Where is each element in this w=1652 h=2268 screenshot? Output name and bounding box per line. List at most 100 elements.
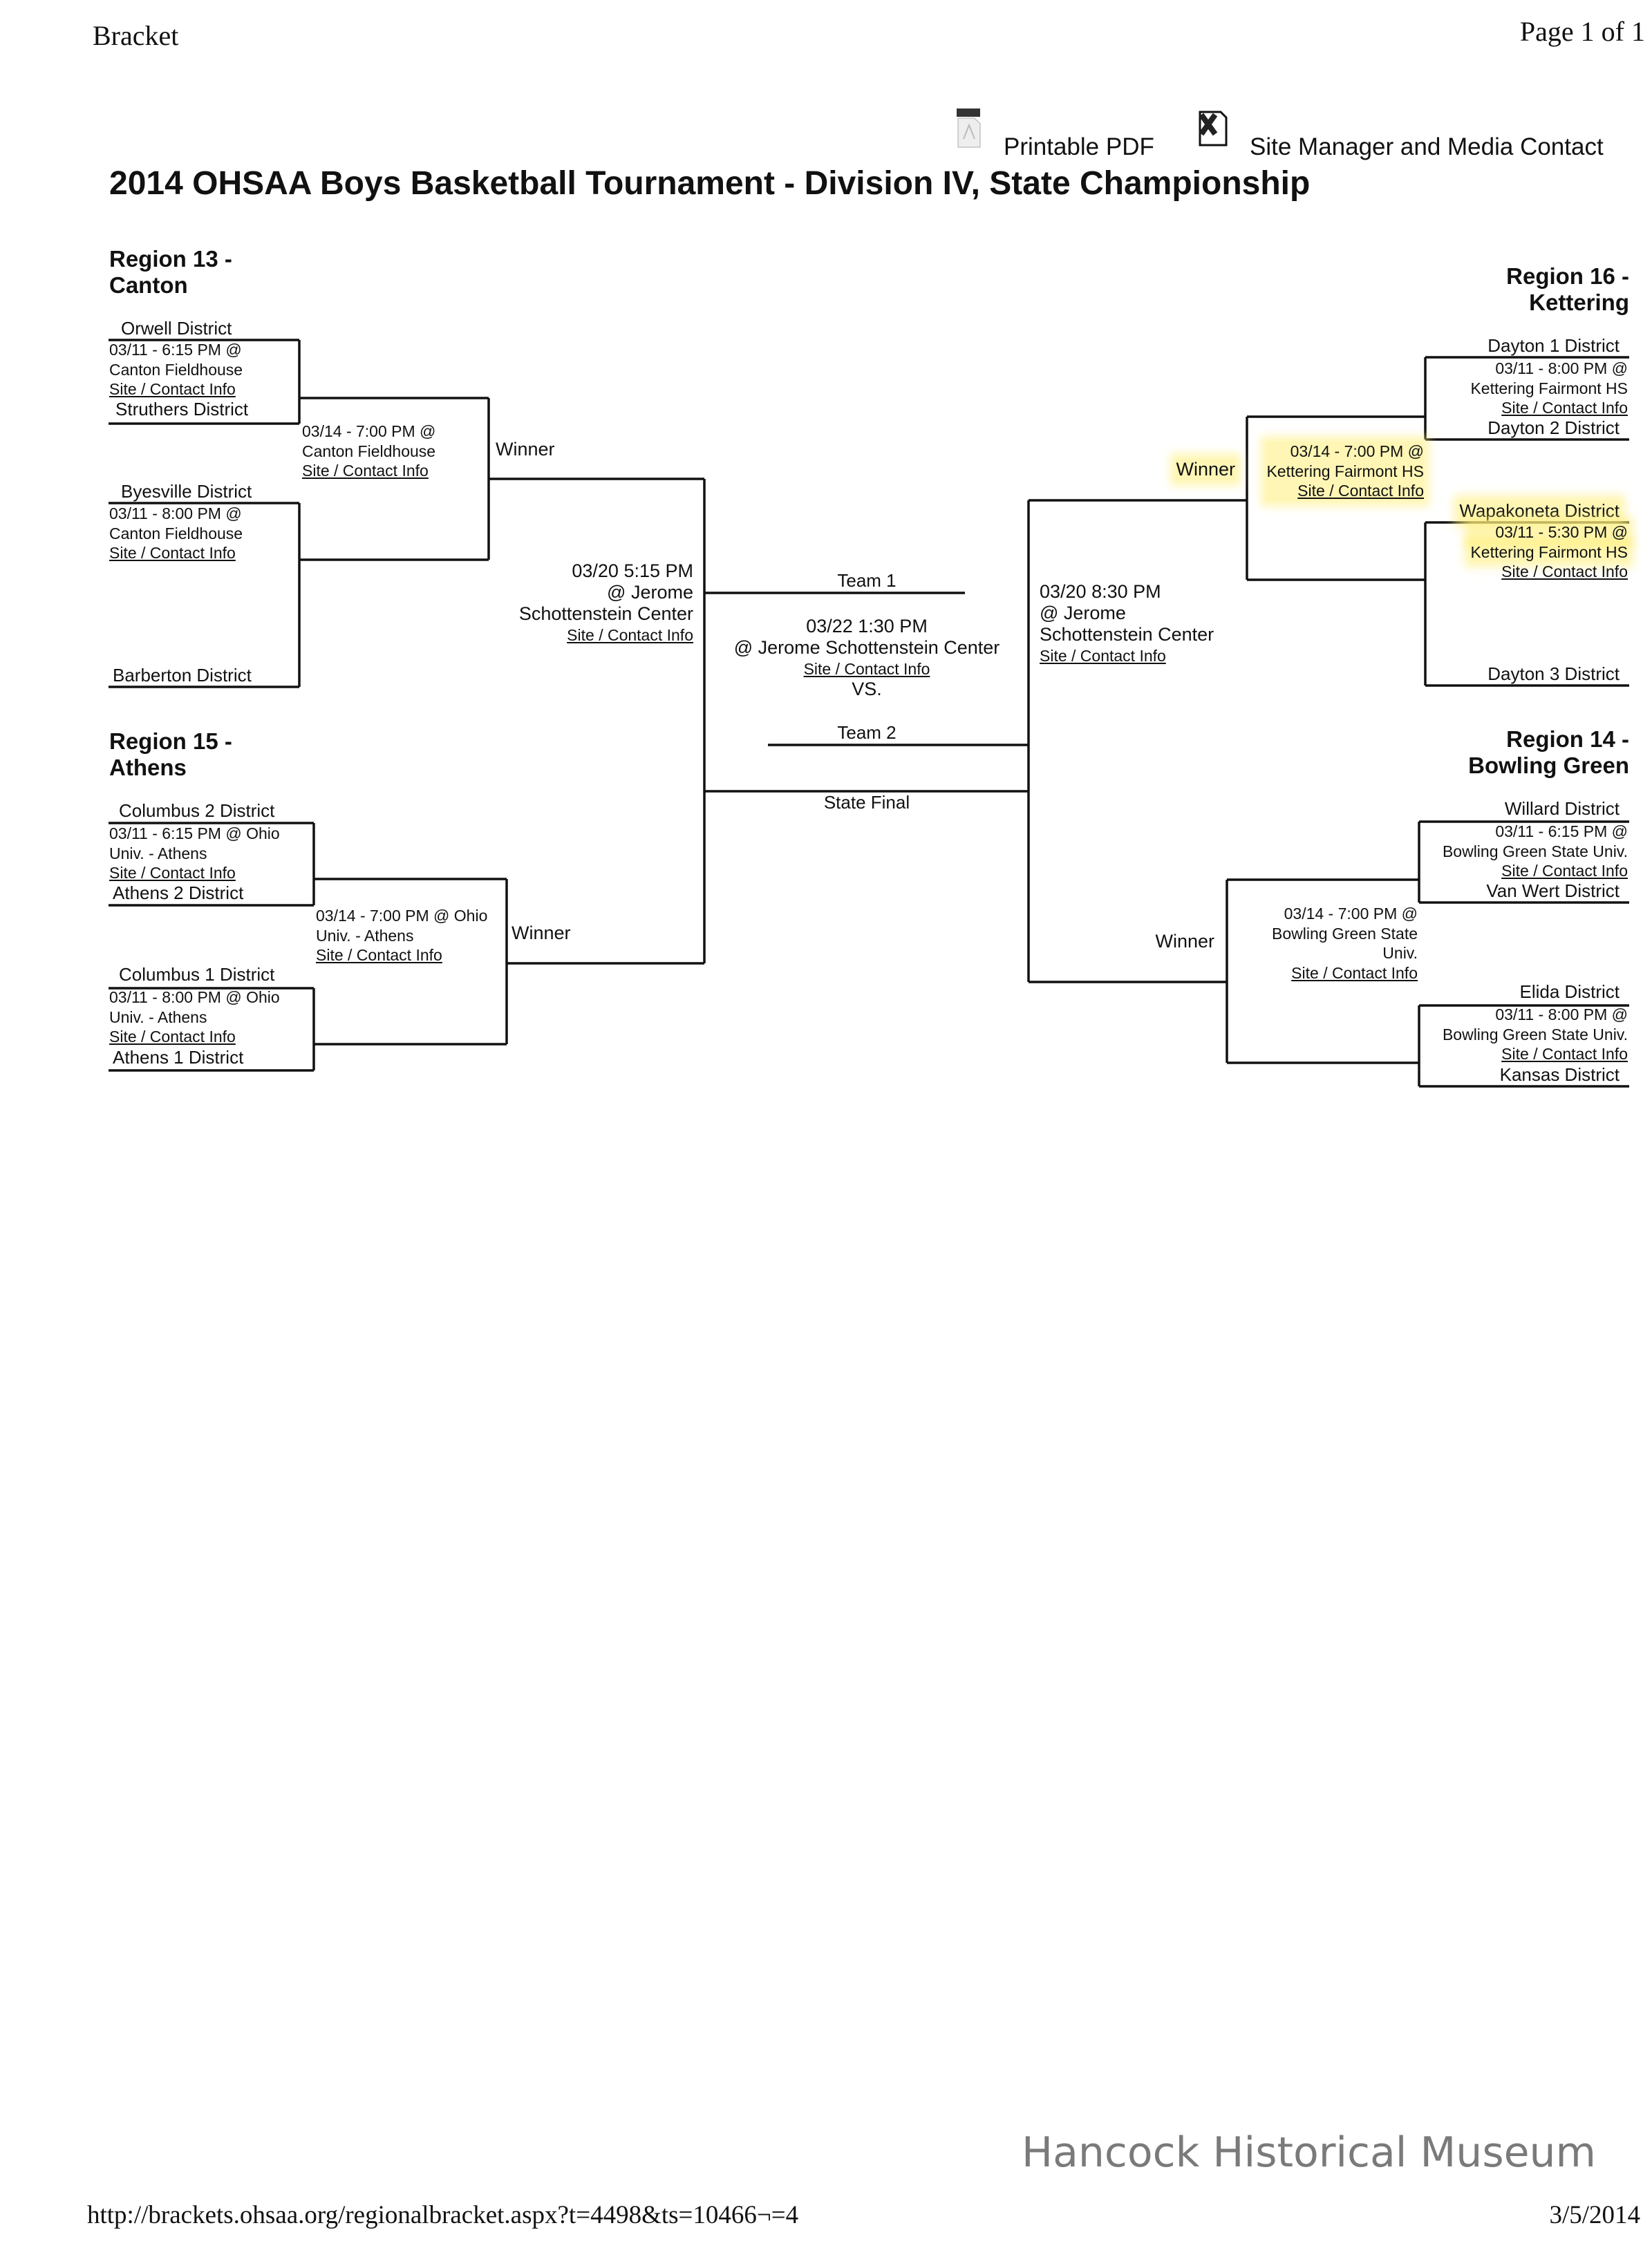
- region-13-heading: Region 13 -Canton: [109, 246, 232, 299]
- bracket-lines: [109, 339, 1629, 1088]
- versus-label: VS.: [852, 679, 882, 699]
- team-elida: Elida District: [1519, 981, 1620, 1002]
- team-willard: Willard District: [1504, 798, 1620, 819]
- page-number: Page 1 of 1: [1519, 16, 1645, 47]
- winner-label: Winner: [1176, 459, 1235, 480]
- site-contact-link[interactable]: Site / Contact Info: [109, 864, 236, 882]
- region-15-heading: Region 15 -Athens: [109, 728, 232, 781]
- game-site: Schottenstein Center: [1040, 624, 1214, 645]
- region-heading-line: Athens: [109, 755, 187, 780]
- printable-pdf-link[interactable]: Printable PDF: [1004, 133, 1154, 160]
- game-site: Bowling Green State Univ.: [1442, 1025, 1628, 1043]
- game-time: 03/11 - 8:00 PM @: [109, 504, 242, 522]
- site-contact-link[interactable]: Site / Contact Info: [1501, 563, 1628, 580]
- team-kansas: Kansas District: [1499, 1064, 1620, 1085]
- game-info: 03/14 - 7:00 PM @ Kettering Fairmont HS Si…: [1266, 442, 1424, 501]
- region-heading-line: Region 15 -: [109, 728, 232, 754]
- footer-date: 3/5/2014: [1549, 2201, 1640, 2229]
- region-heading-line: Region 13 -: [109, 246, 232, 272]
- game-time: 03/14 - 7:00 PM @: [1290, 442, 1424, 460]
- game-site: Univ. - Athens: [316, 926, 414, 945]
- region-heading-line: Bowling Green: [1468, 753, 1629, 778]
- game-time: 03/11 - 6:15 PM @: [1495, 822, 1628, 840]
- game-info: 03/11 - 8:00 PM @ Kettering Fairmont HS Si…: [1470, 359, 1628, 418]
- team-struthers: Struthers District: [115, 399, 249, 419]
- game-info: 03/11 - 6:15 PM @Bowling Green State Uni…: [1443, 822, 1628, 881]
- region-16-heading: Region 16 -Kettering: [1506, 263, 1629, 316]
- excel-icon[interactable]: [1197, 111, 1229, 147]
- game-site: @ Jerome: [1040, 603, 1126, 623]
- game-site: Kettering Fairmont HS: [1266, 462, 1424, 480]
- game-site: Canton Fieldhouse: [302, 442, 436, 460]
- game-site: Canton Fieldhouse: [109, 524, 243, 542]
- team-1-slot: Team 1: [837, 570, 897, 591]
- pdf-icon[interactable]: [954, 108, 984, 149]
- team-athens-2: Athens 2 District: [113, 882, 244, 903]
- team-dayton-1: Dayton 1 District: [1487, 335, 1620, 356]
- game-time: 03/14 - 7:00 PM @: [302, 422, 436, 440]
- game-time: 03/14 - 7:00 PM @ Ohio: [316, 907, 488, 925]
- game-site: Canton Fieldhouse: [109, 360, 243, 379]
- site-manager-contact-link[interactable]: Site Manager and Media Contact: [1250, 133, 1604, 160]
- game-time: 03/11 - 8:00 PM @ Ohio: [109, 988, 280, 1006]
- game-time: 03/11 - 6:15 PM @ Ohio: [109, 824, 280, 842]
- team-van-wert: Van Wert District: [1486, 880, 1620, 901]
- site-contact-link[interactable]: Site / Contact Info: [316, 946, 442, 964]
- game-site: Univ. - Athens: [109, 1008, 207, 1026]
- state-final-label: State Final: [823, 792, 910, 813]
- game-time: 03/22 1:30 PM: [806, 616, 928, 636]
- game-time: 03/20 5:15 PM: [572, 560, 693, 581]
- site-contact-link[interactable]: Site / Contact Info: [109, 380, 236, 398]
- team-byesville: Byesville District: [121, 481, 252, 502]
- site-contact-link[interactable]: Site / Contact Info: [109, 1028, 236, 1046]
- region-heading-line: Region 14 -: [1506, 726, 1629, 752]
- site-contact-link[interactable]: Site / Contact Info: [1501, 399, 1628, 417]
- site-contact-link[interactable]: Site / Contact Info: [1040, 647, 1166, 665]
- site-contact-link[interactable]: Site / Contact Info: [109, 544, 236, 562]
- site-contact-link[interactable]: Site / Contact Info: [1297, 482, 1424, 500]
- winner-label: Winner: [1155, 931, 1214, 952]
- team-columbus-2: Columbus 2 District: [119, 800, 275, 821]
- game-time: 03/14 - 7:00 PM @: [1284, 905, 1418, 923]
- region-14-heading: Region 14 -Bowling Green: [1468, 726, 1629, 779]
- site-contact-link[interactable]: Site / Contact Info: [1501, 1045, 1628, 1063]
- game-time: 03/11 - 8:00 PM @: [1495, 1005, 1628, 1023]
- team-wapakoneta: Wapakoneta District: [1459, 500, 1620, 521]
- state-final-info: 03/22 1:30 PM@ Jerome Schottenstein Cent…: [694, 616, 1040, 699]
- team-dayton-2: Dayton 2 District: [1487, 417, 1620, 438]
- site-contact-link[interactable]: Site / Contact Info: [803, 660, 930, 678]
- team-orwell: Orwell District: [121, 318, 232, 339]
- site-contact-link[interactable]: Site / Contact Info: [302, 462, 429, 480]
- team-2-slot: Team 2: [837, 722, 897, 743]
- footer-url: http://brackets.ohsaa.org/regionalbracke…: [87, 2201, 799, 2229]
- site-contact-link[interactable]: Site / Contact Info: [567, 626, 693, 644]
- page-title: 2014 OHSAA Boys Basketball Tournament - …: [109, 165, 1311, 202]
- game-site: Kettering Fairmont HS: [1470, 542, 1628, 562]
- site-contact-link[interactable]: Site / Contact Info: [1291, 963, 1418, 982]
- team-columbus-1: Columbus 1 District: [119, 964, 275, 985]
- team-athens-1: Athens 1 District: [113, 1047, 244, 1068]
- watermark: Hancock Historical Museum: [1022, 2128, 1596, 2177]
- team-dayton-3: Dayton 3 District: [1487, 663, 1620, 684]
- game-time: 03/11 - 6:15 PM @: [109, 341, 242, 359]
- site-contact-link[interactable]: Site / Contact Info: [1501, 862, 1628, 880]
- game-info: 03/11 - 8:00 PM @ Bowling Green State Uni…: [1443, 1005, 1628, 1064]
- game-site: @ Jerome: [607, 582, 693, 603]
- game-time: 03/11 - 8:00 PM @: [1495, 359, 1628, 377]
- game-site: Schottenstein Center: [518, 603, 693, 624]
- game-site: Kettering Fairmont HS: [1470, 379, 1628, 397]
- region-heading-line: Kettering: [1529, 290, 1629, 315]
- game-time: 03/11 - 5:30 PM @: [1470, 522, 1628, 542]
- winner-label: Winner: [511, 923, 571, 943]
- game-site: Univ. - Athens: [109, 844, 207, 862]
